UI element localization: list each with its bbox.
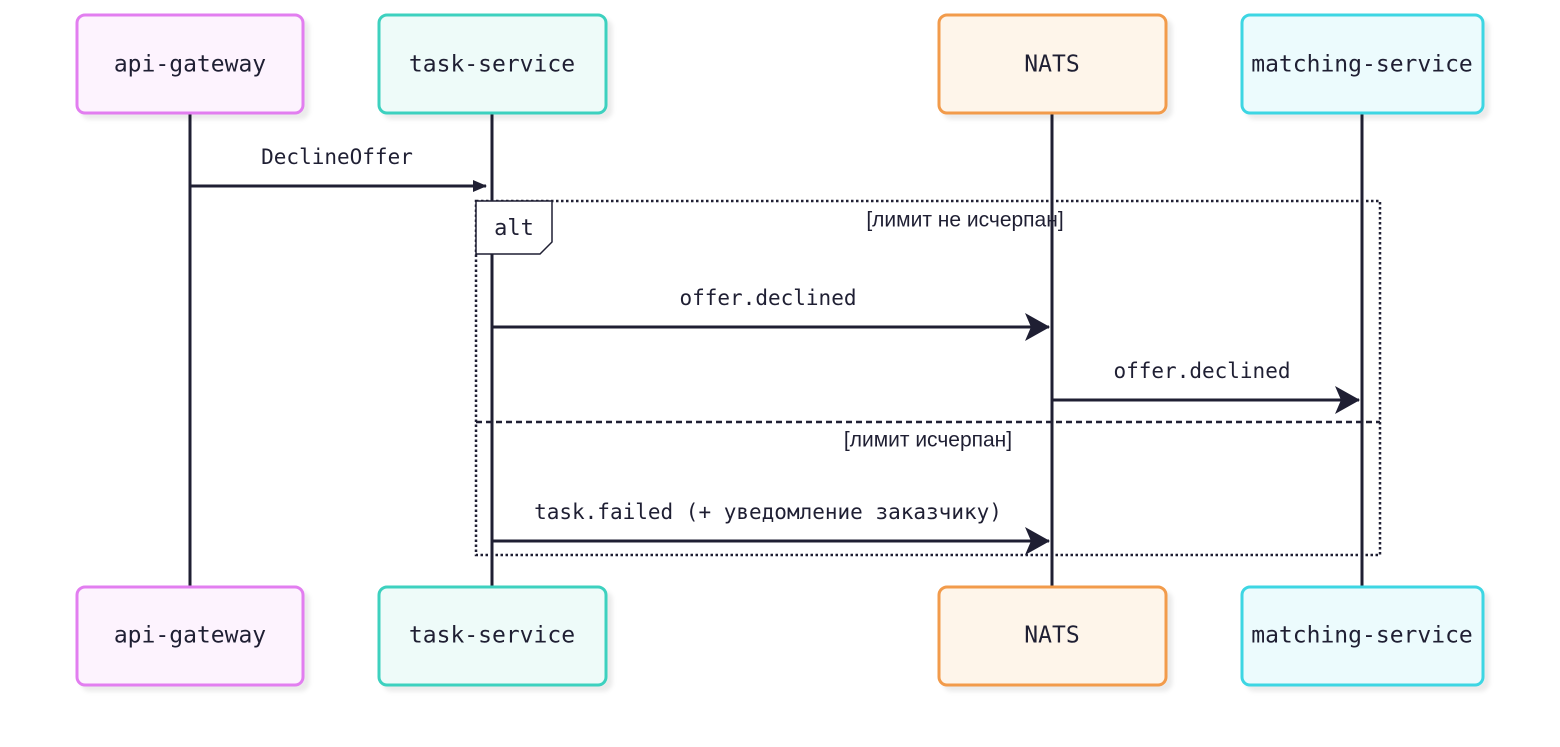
alt-condition-first: [лимит не исчерпан] bbox=[866, 209, 1063, 232]
actor-label: api-gateway bbox=[114, 623, 266, 649]
message-decline-offer: DeclineOffer bbox=[190, 145, 487, 192]
message-label: offer.declined bbox=[1113, 359, 1290, 383]
message-label: offer.declined bbox=[679, 286, 856, 310]
message-offer-declined-to-nats: offer.declined bbox=[492, 286, 1050, 341]
actor-label: matching-service bbox=[1251, 623, 1473, 649]
alt-frame bbox=[474, 199, 1382, 557]
actor-label: NATS bbox=[1024, 52, 1079, 78]
alt-keyword: alt bbox=[494, 216, 534, 241]
lifelines bbox=[188, 113, 1364, 587]
actor-matching-service-top[interactable]: matching-service bbox=[1240, 13, 1485, 115]
actor-label: matching-service bbox=[1251, 52, 1473, 78]
message-label: DeclineOffer bbox=[261, 145, 413, 169]
message-label: task.failed (+ уведомление заказчику) bbox=[534, 500, 1002, 524]
actor-label: task-service bbox=[409, 623, 575, 649]
actor-label: task-service bbox=[409, 52, 575, 78]
alt-keyword-tab bbox=[475, 200, 553, 255]
alt-fragment: alt [лимит не исчерпан] [лимит исчерпан] bbox=[474, 199, 1382, 557]
actor-api-gateway-top[interactable]: api-gateway bbox=[75, 13, 305, 115]
alt-condition-second: [лимит исчерпан] bbox=[844, 429, 1012, 452]
actor-label: NATS bbox=[1024, 623, 1079, 649]
actor-nats-top[interactable]: NATS bbox=[937, 13, 1168, 115]
actor-task-service-bottom[interactable]: task-service bbox=[377, 585, 608, 687]
actor-nats-bottom[interactable]: NATS bbox=[937, 585, 1168, 687]
actor-api-gateway-bottom[interactable]: api-gateway bbox=[75, 585, 305, 687]
actor-task-service-top[interactable]: task-service bbox=[377, 13, 608, 115]
message-offer-declined-to-matching: offer.declined bbox=[1052, 359, 1360, 414]
actor-matching-service-bottom[interactable]: matching-service bbox=[1240, 585, 1485, 687]
message-task-failed: task.failed (+ уведомление заказчику) bbox=[492, 500, 1050, 555]
actor-label: api-gateway bbox=[114, 52, 266, 78]
